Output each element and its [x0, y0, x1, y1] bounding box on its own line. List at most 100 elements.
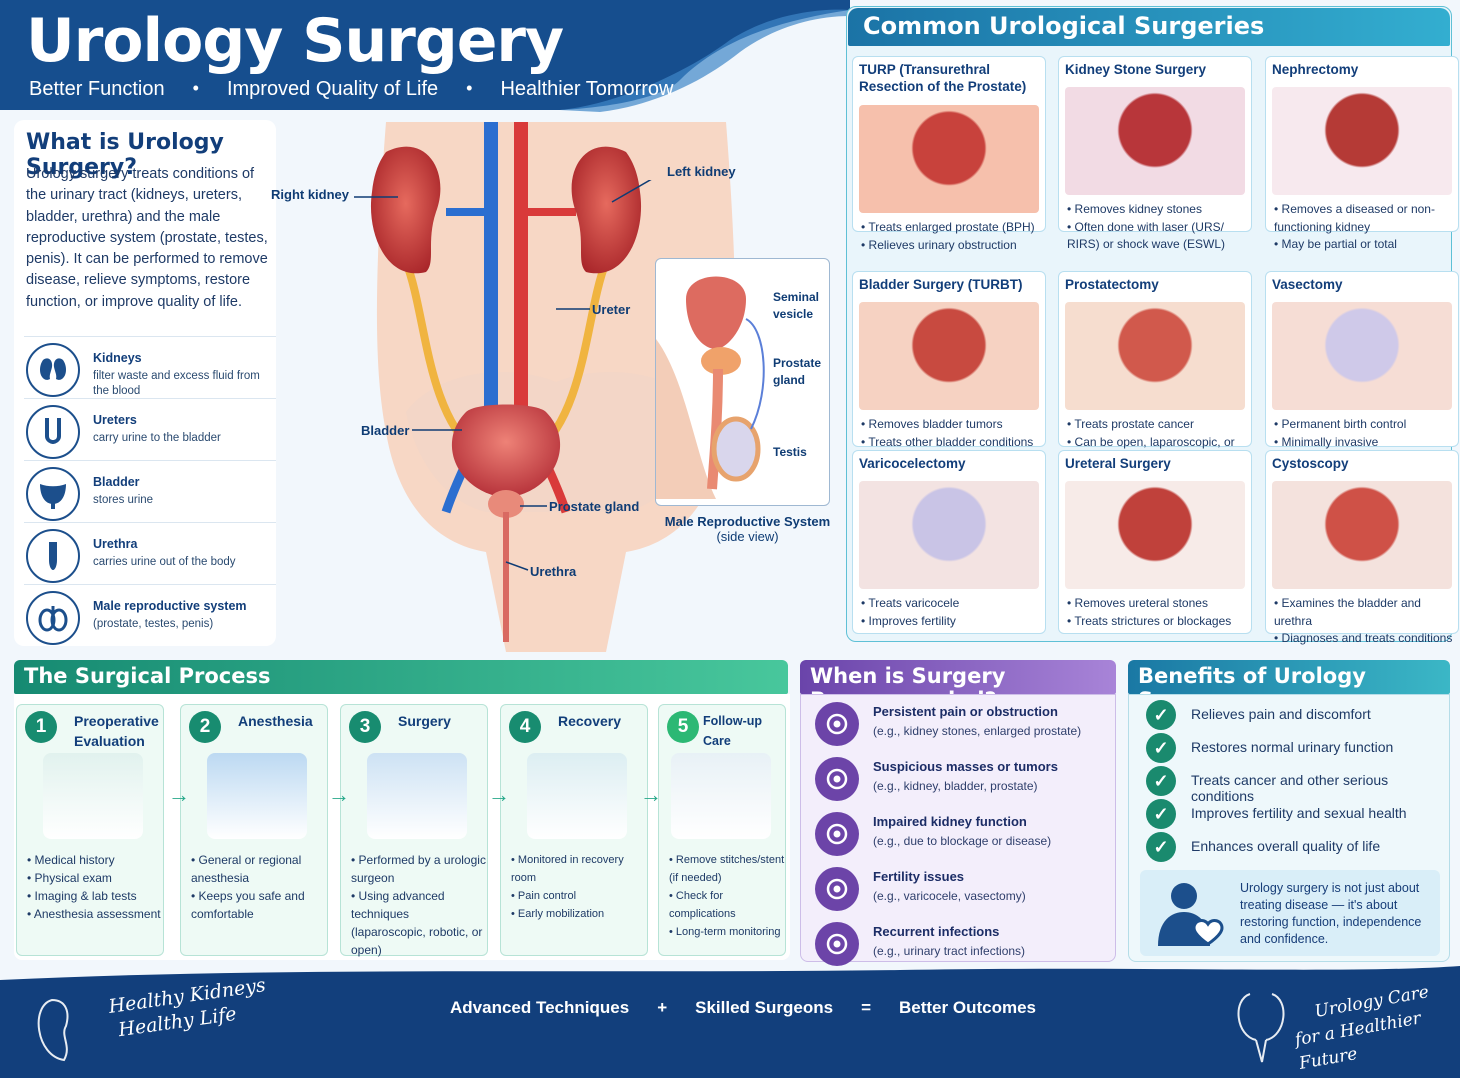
when-item-icon: [815, 702, 859, 746]
left-kidney-shape: [571, 146, 642, 274]
surgery-card: CystoscopyExamines the bladder and ureth…: [1265, 450, 1459, 645]
reproductive-icon: [26, 591, 80, 645]
check-icon: ✓: [1146, 799, 1176, 829]
when-item-desc: (e.g., urinary tract infections): [873, 944, 1026, 958]
surgery-card: Bladder Surgery (TURBT) Removes bladder t…: [852, 271, 1046, 449]
header-banner: [0, 0, 850, 112]
organ-desc: stores urine: [93, 494, 154, 506]
urinary-system-illustration: [370, 122, 736, 652]
step-bullet: Imaging & lab tests: [27, 887, 161, 905]
check-icon: ✓: [1146, 700, 1176, 730]
surgery-card: Kidney Stone SurgeryRemoves kidney stone…: [1058, 56, 1252, 251]
surgery-bullet: Removes bladder tumors: [861, 416, 1033, 434]
surgery-bullet: Diagnoses and treats conditions: [1274, 630, 1458, 648]
what-description: Urology surgery treats conditions of the…: [26, 166, 268, 310]
organ-desc: carry urine to the bladder: [93, 432, 221, 444]
surgery-illustration: [1065, 481, 1245, 589]
surgery-card-title: Nephrectomy: [1272, 62, 1359, 77]
surgery-card: VaricocelectomyTreats varicoceleImproves…: [852, 450, 1046, 634]
organ-desc: carries urine out of the body: [93, 556, 236, 568]
surgery-bullets: Removes ureteral stonesTreats strictures…: [1067, 595, 1231, 630]
step-bullet: Using advanced techniques (laparoscopic,…: [351, 887, 487, 959]
when-item-title: Fertility issues: [873, 869, 965, 884]
surgery-illustration: [859, 302, 1039, 410]
surgery-bullet: Treats enlarged prostate (BPH): [861, 219, 1034, 237]
step-bullet: Check for complications: [669, 887, 785, 923]
footer-tagline: Advanced Techniques + Skilled Surgeons =…: [450, 998, 1036, 1018]
label-prostate-side: Prostate gland: [773, 356, 822, 387]
header-wave: [0, 0, 850, 112]
when-item: Suspicious masses or tumors(e.g., kidney…: [815, 755, 1115, 805]
process-step: 2AnesthesiaGeneral or regional anesthesi…: [180, 704, 328, 956]
footer-op-plus: +: [657, 998, 668, 1017]
surgery-card-title: Kidney Stone Surgery: [1065, 62, 1207, 77]
check-icon: ✓: [1146, 832, 1176, 862]
surgery-bullet: May be partial or total: [1274, 236, 1458, 254]
surgery-card-title: Bladder Surgery (TURBT): [859, 277, 1023, 292]
step-title: Surgery: [398, 713, 451, 729]
tagline: Better Function • Improved Quality of Li…: [29, 78, 674, 101]
step-number: 3: [349, 711, 381, 743]
surgery-card: VasectomyPermanent birth controlMinimall…: [1265, 271, 1459, 449]
label-seminal-vesicle: Seminal vesicle: [773, 290, 820, 321]
surgeries-heading: Common Urological Surgeries: [848, 8, 1450, 46]
male-reproductive-panel: Seminal vesicle Prostate gland Testis: [655, 258, 830, 506]
surgery-card-title: Varicocelectomy: [859, 456, 966, 471]
step-number: 1: [25, 711, 57, 743]
surgery-illustration: [1065, 87, 1245, 195]
when-item-title: Impaired kidney function: [873, 814, 1027, 829]
benefit-item: ✓Treats cancer and other serious conditi…: [1146, 766, 1446, 804]
surgery-illustration: [1272, 302, 1452, 410]
step-arrow-icon: →: [168, 782, 190, 807]
footer-banner: Healthy Kidneys Healthy Life Urology Car…: [0, 966, 1460, 1078]
step-bullets: Performed by a urologic surgeonUsing adv…: [351, 851, 487, 959]
check-icon: ✓: [1146, 766, 1176, 796]
surgery-bullets: Treats varicoceleImproves fertility: [861, 595, 959, 630]
step-bullet: Monitored in recovery room: [511, 851, 647, 887]
benefit-item: ✓Enhances overall quality of life: [1146, 832, 1446, 862]
benefit-item: ✓Relieves pain and discomfort: [1146, 700, 1446, 730]
tagline-sep: •: [192, 78, 199, 98]
surgery-bullet: Minimally invasive: [1274, 434, 1406, 452]
when-item-title: Persistent pain or obstruction: [873, 704, 1058, 719]
what-is-panel: What is Urology Surgery? Urology surgery…: [14, 120, 276, 646]
step-bullet: Early mobilization: [511, 905, 647, 923]
step-illustration: [671, 753, 771, 839]
tagline-3: Healthier Tomorrow: [500, 78, 674, 100]
step-illustration: [207, 753, 307, 839]
step-title: Anesthesia: [238, 713, 313, 729]
label-left-kidney: Left kidney: [667, 164, 736, 179]
when-item: Recurrent infections(e.g., urinary tract…: [815, 920, 1115, 970]
step-arrow-icon: →: [488, 782, 510, 807]
organ-ureters: Ureters carry urine to the bladder: [24, 398, 276, 460]
surgery-card: TURP (Transurethral Resection of the Pro…: [852, 56, 1046, 252]
organ-name: Male reproductive system: [93, 599, 247, 613]
surgery-card: NephrectomyRemoves a diseased or non-fun…: [1265, 56, 1459, 251]
surgery-illustration: [859, 481, 1039, 589]
footer-op-equals: =: [861, 998, 871, 1017]
when-item-desc: (e.g., kidney stones, enlarged prostate): [873, 724, 1082, 738]
surgery-illustration: [859, 105, 1039, 213]
footer-wave: [0, 966, 1460, 1078]
benefits-heading: Benefits of Urology Surgery: [1128, 660, 1450, 712]
surgery-card-title: Ureteral Surgery: [1065, 456, 1171, 471]
step-illustration: [43, 753, 143, 839]
step-arrow-icon: →: [328, 782, 350, 807]
benefit-text: Improves fertility and sexual health: [1191, 805, 1407, 821]
when-item-desc: (e.g., varicocele, vasectomy): [873, 889, 1026, 903]
step-bullet: Remove stitches/stent (if needed): [669, 851, 785, 887]
step-bullet: Physical exam: [27, 869, 161, 887]
urethra-icon: [26, 529, 80, 583]
surgery-card: Ureteral SurgeryRemoves ureteral stonesT…: [1058, 450, 1252, 634]
surgery-bullets: Removes a diseased or non-functioning ki…: [1274, 201, 1458, 254]
footer-tag-3: Better Outcomes: [899, 998, 1036, 1017]
step-illustration: [367, 753, 467, 839]
step-illustration: [527, 753, 627, 839]
male-caption-title: Male Reproductive System: [664, 514, 831, 529]
bladder-shape: [451, 404, 561, 498]
step-bullet: Long-term monitoring: [669, 923, 785, 941]
step-bullet: General or regional anesthesia: [191, 851, 327, 887]
surgery-illustration: [1272, 481, 1452, 589]
page-title: Urology Surgery: [26, 6, 564, 76]
step-number: 5: [667, 711, 699, 743]
